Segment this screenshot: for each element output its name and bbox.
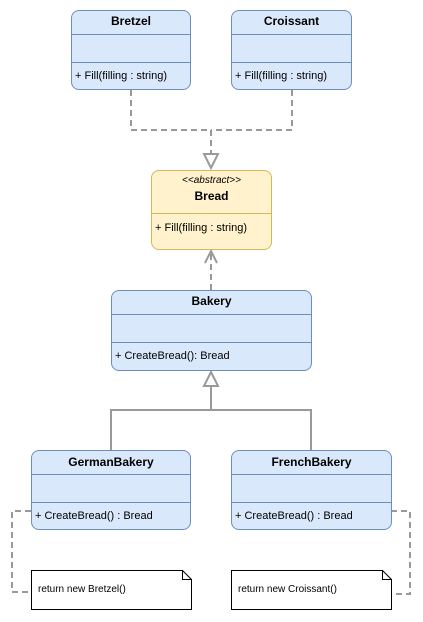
french-bakery-note[interactable]: return new Croissant() xyxy=(238,584,337,595)
french-bakery-class[interactable]: FrenchBakery + CreateBread() : Bread xyxy=(231,450,392,530)
bakery-attributes xyxy=(112,315,311,343)
bretzel-fill-method: + Fill(filling : string) xyxy=(75,70,167,82)
croissant-realization-line xyxy=(211,90,293,131)
bakery-dependency-arrowhead xyxy=(204,248,218,264)
german-bakery-generalization-line xyxy=(110,409,312,450)
bretzel-realization-line xyxy=(130,90,212,154)
german-bakery-class-name: GermanBakery xyxy=(32,451,190,475)
french-bakery-attributes xyxy=(232,475,391,503)
bread-fill-method: + Fill(filling : string) xyxy=(155,222,247,234)
bread-stereotype: <<abstract>> xyxy=(182,175,241,186)
bread-abstract-class[interactable]: <<abstract>> Bread + Fill(filling : stri… xyxy=(151,170,272,250)
german-bakery-note[interactable]: return new Bretzel() xyxy=(38,584,126,595)
croissant-attributes xyxy=(232,35,351,63)
french-bakery-create-bread-method: + CreateBread() : Bread xyxy=(235,510,353,522)
bakery-generalization-arrowhead xyxy=(202,369,220,387)
german-note-shape xyxy=(31,570,192,610)
bretzel-class-name: Bretzel xyxy=(72,11,190,35)
bretzel-attributes xyxy=(72,35,190,63)
bakery-class[interactable]: Bakery + CreateBread(): Bread xyxy=(111,290,312,371)
german-bakery-class[interactable]: GermanBakery + CreateBread() : Bread xyxy=(31,450,191,530)
french-bakery-class-name: FrenchBakery xyxy=(232,451,391,475)
bread-class-header: <<abstract>> Bread xyxy=(152,171,271,214)
bread-realization-arrowhead xyxy=(202,153,220,171)
croissant-class[interactable]: Croissant + Fill(filling : string) xyxy=(231,10,352,90)
german-bakery-attributes xyxy=(32,475,190,503)
bretzel-class[interactable]: Bretzel + Fill(filling : string) xyxy=(71,10,191,90)
bakery-create-bread-method: + CreateBread(): Bread xyxy=(115,350,230,362)
german-note-anchor xyxy=(11,510,31,593)
croissant-class-name: Croissant xyxy=(232,11,351,35)
bakery-class-name: Bakery xyxy=(112,291,311,315)
french-note-shape xyxy=(231,570,392,610)
french-note-anchor xyxy=(391,510,411,595)
croissant-fill-method: + Fill(filling : string) xyxy=(235,70,327,82)
bread-class-name: Bread xyxy=(194,189,229,203)
german-bakery-create-bread-method: + CreateBread() : Bread xyxy=(35,510,153,522)
